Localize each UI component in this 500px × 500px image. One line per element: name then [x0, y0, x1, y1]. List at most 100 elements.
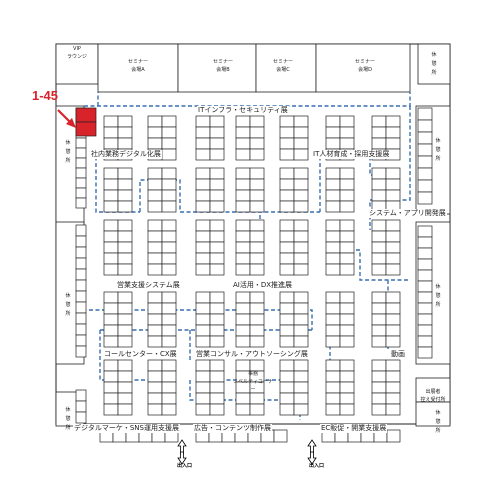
booth [279, 359, 295, 372]
booth [195, 392, 211, 405]
zone-ad-content: 広告・コンテンツ制作展 [193, 424, 272, 433]
booth [235, 252, 251, 265]
side-booth [75, 224, 87, 237]
booth [195, 137, 211, 150]
booth [209, 167, 225, 180]
exit-arrows [177, 439, 317, 465]
booth [385, 291, 401, 304]
booth [161, 263, 177, 276]
booth [339, 335, 355, 348]
top-room [55, 43, 99, 85]
arrow-head [66, 118, 76, 128]
side-booth [75, 187, 87, 199]
booth [195, 324, 211, 337]
booth [117, 302, 133, 315]
booth [195, 241, 211, 254]
side-booth [75, 137, 87, 149]
booth [147, 252, 163, 265]
side-booth [75, 157, 87, 169]
booth [209, 200, 225, 213]
booth [147, 200, 163, 213]
booth [117, 167, 133, 180]
booth [147, 313, 163, 326]
zone-call-center: コールセンター・CX展 [103, 350, 178, 359]
booth [161, 230, 177, 243]
highlighted-booth-1-45 [75, 107, 97, 137]
booth [385, 381, 401, 394]
booth [209, 302, 225, 315]
side-booth [417, 236, 433, 249]
booth [385, 359, 401, 372]
booth [209, 403, 225, 416]
booth [117, 178, 133, 191]
booth [325, 313, 341, 326]
booth [117, 126, 133, 139]
side-booth [417, 302, 433, 315]
booth [249, 126, 265, 139]
zone-system-app: システム・アプリ開発展 [368, 209, 447, 218]
side-booth [75, 323, 87, 336]
exit-arrow-down [307, 451, 317, 465]
side-booth [75, 345, 87, 358]
booth [249, 148, 265, 161]
booth [147, 126, 163, 139]
seminar-a-label: セミナー会場A [127, 59, 148, 73]
booth [279, 167, 295, 180]
booth [371, 241, 387, 254]
booth [235, 263, 251, 276]
booth [279, 403, 295, 416]
side-booth [417, 335, 433, 348]
zone-it-hr: IT人材育成・採用支援展 [312, 150, 391, 159]
top-room [417, 43, 451, 85]
booth [279, 392, 295, 405]
booth [117, 370, 133, 383]
booth [293, 148, 309, 161]
booth [161, 291, 177, 304]
booth [161, 178, 177, 191]
booth [371, 381, 387, 394]
booth [249, 403, 265, 416]
booth [293, 403, 309, 416]
booth [339, 200, 355, 213]
booth [325, 126, 341, 139]
booth [385, 403, 401, 416]
side-booth [75, 389, 87, 402]
booth [161, 302, 177, 315]
booth [293, 200, 309, 213]
booth [293, 302, 309, 315]
booth [209, 115, 225, 128]
booth [161, 241, 177, 254]
booth [293, 252, 309, 265]
booth [117, 291, 133, 304]
bottom-booth [386, 429, 401, 443]
booth [385, 178, 401, 191]
booth [209, 381, 225, 394]
booth [385, 219, 401, 232]
booth [279, 115, 295, 128]
side-booth [417, 143, 433, 157]
booth [117, 381, 133, 394]
booth [249, 189, 265, 202]
exhibitor-reception-label: 出展者控え受付所 [420, 389, 446, 403]
booth [339, 219, 355, 232]
exit-arrow-down [177, 451, 187, 465]
booth [293, 263, 309, 276]
side-booth [417, 107, 433, 121]
side-booth [417, 313, 433, 326]
booth [147, 302, 163, 315]
booth [103, 230, 119, 243]
booth [339, 263, 355, 276]
booth [325, 359, 341, 372]
booth [161, 148, 177, 161]
booth [249, 219, 265, 232]
novelty-corner-label: 事務ノベルティコーナー [233, 371, 273, 393]
rest-area-right-1: 休憩所 [435, 138, 441, 162]
booth [235, 403, 251, 416]
booth [117, 219, 133, 232]
booth [249, 252, 265, 265]
booth [385, 392, 401, 405]
booth [195, 178, 211, 191]
booth [325, 324, 341, 337]
booth-callout-label: 1-45 [32, 88, 59, 103]
booth [325, 392, 341, 405]
